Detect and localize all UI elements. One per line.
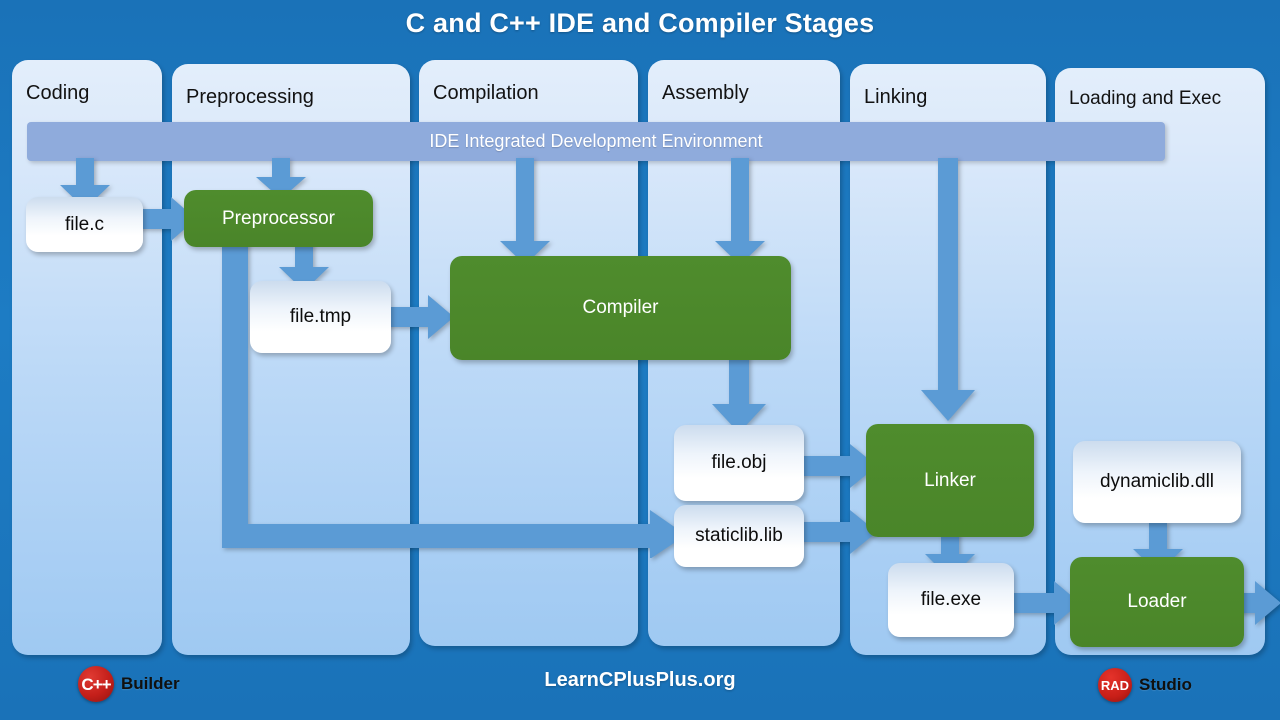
node-staticlib[interactable]: staticlib.lib [674,505,804,567]
arrow-staticlib-to-linker [800,509,878,555]
arrow-file-c-to-preprocessor [133,196,197,242]
arrow-preprocessor-to-file-tmp [276,240,332,292]
node-dynamiclib-label: dynamiclib.dll [1099,471,1215,492]
node-linker-label: Linker [924,469,976,491]
column-preprocessing: Preprocessing [172,64,410,655]
page-title: C and C++ IDE and Compiler Stages [405,8,875,38]
footer-site-link[interactable]: LearnCPlusPlus.org [544,669,736,691]
arrow-file-tmp-to-compiler [383,294,455,340]
node-compiler[interactable]: Compiler [450,256,791,360]
node-staticlib-label: staticlib.lib [695,525,783,546]
ide-banner-label: IDE Integrated Development Environment [429,131,763,151]
column-label-loading-and-exec: Loading and Exec [1069,88,1222,109]
rad-studio-logo-glyph: RAD [1100,677,1130,693]
node-file-c[interactable]: file.c [26,197,143,252]
column-label-compilation: Compilation [433,82,539,104]
node-file-c-label: file.c [64,213,105,235]
node-loader[interactable]: Loader [1070,557,1244,647]
node-file-exe-label: file.exe [920,589,982,610]
node-preprocessor-label: Preprocessor [222,207,335,229]
column-label-assembly: Assembly [662,82,749,104]
cpp-builder-label: Builder [121,674,180,693]
rad-studio-logo-icon: RAD [1098,668,1132,702]
node-file-tmp[interactable]: file.tmp [250,281,391,353]
rad-studio-label: Studio [1139,675,1192,694]
ide-banner: IDE Integrated Development Environment [27,122,1165,161]
arrow-preprocessor-to-staticlib [214,238,694,558]
arrow-ide-to-compiler-left [497,158,553,266]
node-file-obj[interactable]: file.obj [674,425,804,501]
arrow-file-obj-to-linker [800,443,878,489]
node-compiler-label: Compiler [582,297,659,318]
cpp-builder-logo-icon: C++ [78,666,114,702]
brand-cpp-builder: C++ Builder [78,666,180,702]
cpp-builder-logo-glyph: C++ [81,674,111,694]
node-linker[interactable]: Linker [866,424,1034,537]
node-preprocessor[interactable]: Preprocessor [184,190,373,247]
node-loader-label: Loader [1127,591,1187,612]
column-label-linking: Linking [864,86,928,108]
column-label-preprocessing: Preprocessing [186,86,314,108]
arrow-ide-to-preprocessor [253,158,309,200]
column-label-coding: Coding [26,82,90,104]
arrow-ide-to-compiler-right [712,158,768,266]
arrow-ide-to-file-c [57,158,113,210]
arrow-compiler-to-file-obj [709,350,769,434]
arrow-file-exe-to-loader [1009,580,1081,626]
arrow-ide-to-linker [918,158,978,422]
arrow-loader-to-exit [1222,580,1280,626]
node-file-obj-label: file.obj [711,452,767,473]
node-file-tmp-label: file.tmp [289,306,352,327]
brand-rad-studio: RAD Studio [1098,668,1192,702]
node-dynamiclib[interactable]: dynamiclib.dll [1073,441,1241,523]
node-file-exe[interactable]: file.exe [888,563,1014,637]
